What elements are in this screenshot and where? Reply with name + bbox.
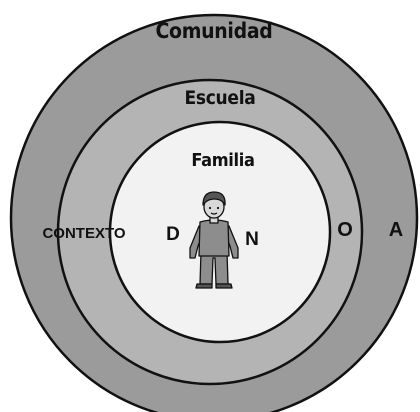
- label-n: N: [245, 229, 259, 250]
- child-right-shoe: [215, 283, 233, 289]
- child-right-eye: [216, 206, 220, 210]
- label-comunidad: Comunidad: [155, 19, 272, 43]
- child-left-eye: [208, 206, 212, 210]
- label-contexto: CONTEXTO: [42, 225, 125, 242]
- label-familia: Familia: [191, 150, 254, 171]
- child-torso: [198, 219, 230, 257]
- child-left-shoe: [195, 283, 213, 289]
- child-icon: [189, 191, 239, 289]
- label-a: A: [389, 219, 403, 241]
- label-o: O: [337, 219, 353, 241]
- child-mouth: [210, 212, 218, 215]
- label-d: D: [166, 224, 180, 245]
- child-hair: [202, 191, 226, 206]
- label-escuela: Escuela: [184, 87, 255, 109]
